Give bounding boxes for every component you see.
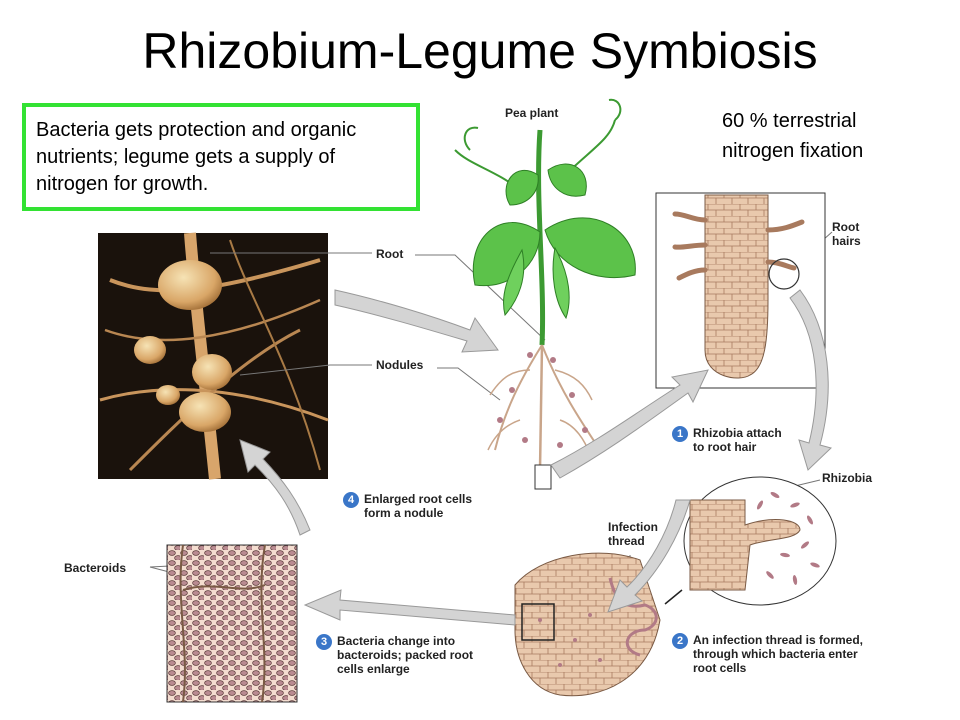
rhizobia-label: Rhizobia: [822, 471, 872, 485]
infection-thread-label-line-2: thread: [608, 534, 645, 548]
step-1-number: 1: [672, 426, 688, 442]
bacteroids-label: Bacteroids: [64, 561, 127, 575]
infection-thread-label-line-1: Infection: [608, 520, 658, 534]
step-2-line-1: An infection thread is formed,: [693, 633, 864, 647]
root-tip-panel: [655, 192, 826, 389]
step-4-number: 4: [343, 492, 359, 508]
step-4-line-2: form a nodule: [364, 506, 444, 520]
step-2-number: 2: [672, 633, 688, 649]
step-1-text: Rhizobia attach to root hair: [693, 426, 782, 454]
page-title: Rhizobium-Legume Symbiosis: [142, 23, 818, 79]
root-label: Root: [376, 247, 404, 261]
step-3-line-2: bacteroids; packed root: [337, 648, 474, 662]
bacteroids-panel: [166, 544, 298, 703]
step-4: 4 Enlarged root cells form a nodule: [343, 492, 472, 520]
step-4-text: Enlarged root cells form a nodule: [364, 492, 472, 520]
pea-plant-label: Pea plant: [505, 106, 559, 120]
step-3-line-1: Bacteria change into: [337, 634, 456, 648]
step-2-line-2: through which bacteria enter: [693, 647, 858, 661]
root-hairs-label-line-2: hairs: [832, 234, 861, 248]
step-4-line-1: Enlarged root cells: [364, 492, 473, 506]
step-2-text: An infection thread is formed, through w…: [693, 633, 863, 675]
infection-thread-panel: [514, 552, 683, 697]
process-arrows: [239, 289, 832, 626]
side-note-line-2: nitrogen fixation: [722, 140, 864, 162]
pea-plant-illustration: [454, 98, 636, 490]
step-1-line-2: to root hair: [693, 440, 757, 454]
nodules-label: Nodules: [376, 358, 424, 372]
rhizobia-attach-panel: [683, 476, 837, 606]
step-1: 1 Rhizobia attach to root hair: [672, 426, 782, 454]
step-2-line-3: root cells: [693, 661, 747, 675]
side-note-line-1: 60 % terrestrial: [722, 110, 857, 132]
step-3-text: Bacteria change into bacteroids; packed …: [337, 634, 473, 676]
root-hairs-label: Root hairs: [832, 220, 861, 248]
step-3-line-3: cells enlarge: [337, 662, 410, 676]
step-3-number: 3: [316, 634, 332, 650]
step-1-line-1: Rhizobia attach: [693, 426, 782, 440]
root-hairs-label-line-1: Root: [832, 220, 860, 234]
symbiosis-note: Bacteria gets protection and organic nut…: [22, 103, 420, 211]
root-nodule-photo: [98, 232, 329, 480]
infection-thread-label: Infection thread: [608, 520, 658, 548]
nitrogen-fixation-note: 60 % terrestrial nitrogen fixation: [722, 106, 863, 166]
step-2: 2 An infection thread is formed, through…: [672, 633, 863, 675]
step-3: 3 Bacteria change into bacteroids; packe…: [316, 634, 473, 676]
